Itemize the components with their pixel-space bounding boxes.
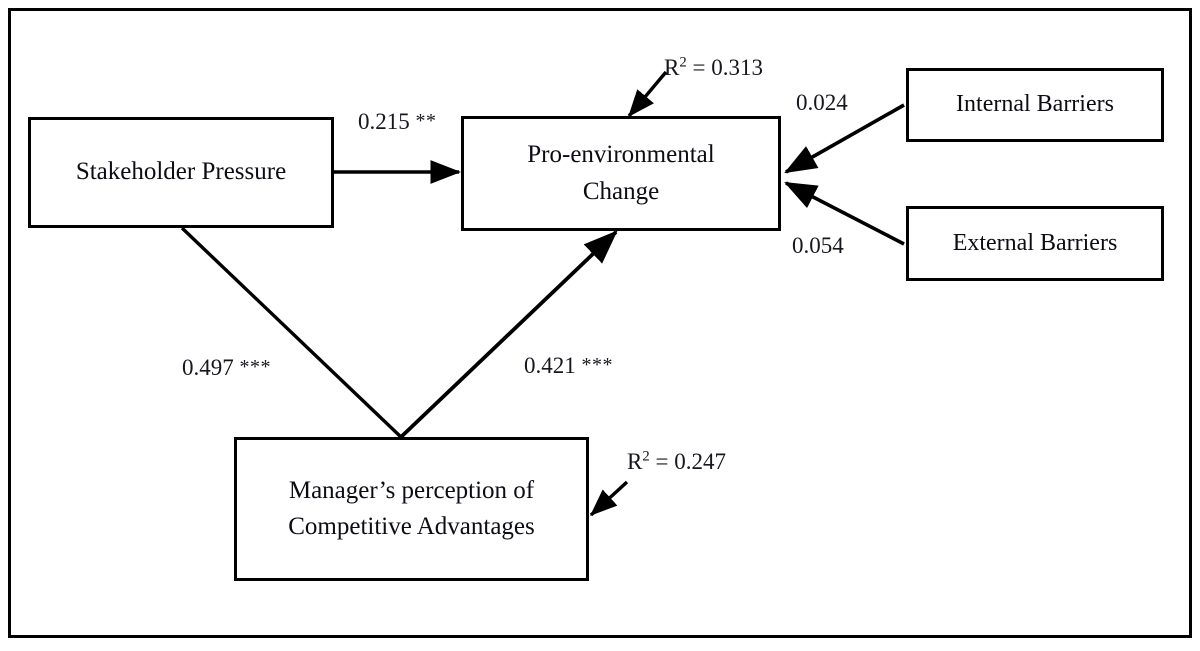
node-stakeholder-pressure[interactable]: Stakeholder Pressure: [28, 117, 334, 228]
r-squared-label-change: R2 = 0.313: [664, 54, 763, 80]
coefficient-value: 0.054: [792, 233, 844, 258]
node-external-barriers[interactable]: External Barriers: [906, 206, 1164, 281]
node-label-line: Internal Barriers: [956, 91, 1114, 118]
node-manager-perception[interactable]: Manager’s perception of Competitive Adva…: [234, 437, 589, 581]
coefficient-value: 0.421: [524, 353, 576, 378]
edge-label-external-to-change: 0.054: [792, 234, 844, 257]
edge-label-stakeholder-to-manager: 0.497 ***: [182, 356, 271, 379]
r-exponent: 2: [642, 448, 650, 465]
r-squared-label-manager: R2 = 0.247: [627, 448, 726, 474]
equals-sign: =: [649, 449, 675, 474]
node-label-line: External Barriers: [952, 229, 1118, 256]
significance-stars: **: [415, 110, 437, 132]
node-label-line: Pro-environmental: [527, 141, 715, 168]
edge-label-internal-to-change: 0.024: [796, 91, 848, 114]
node-label-line: Change: [582, 177, 660, 205]
node-label-line: Manager’s perception of: [288, 476, 535, 504]
node-label-line: Competitive Advantages: [288, 513, 535, 540]
edge-label-stakeholder-to-change: 0.215 **: [358, 110, 437, 133]
node-label-line: Stakeholder Pressure: [75, 158, 287, 186]
node-internal-barriers[interactable]: Internal Barriers: [906, 68, 1164, 142]
significance-stars: ***: [581, 354, 613, 376]
r-squared-value: 0.313: [711, 55, 763, 80]
r-squared-value: 0.247: [674, 449, 726, 474]
r-symbol: R: [627, 449, 643, 474]
equals-sign: =: [686, 55, 712, 80]
r-symbol: R: [664, 55, 680, 80]
coefficient-value: 0.497: [182, 355, 234, 380]
coefficient-value: 0.024: [796, 90, 848, 115]
significance-stars: ***: [239, 356, 271, 378]
r-exponent: 2: [679, 54, 687, 71]
edge-label-manager-to-change: 0.421 ***: [524, 354, 613, 377]
node-pro-environmental-change[interactable]: Pro-environmental Change: [461, 116, 781, 231]
coefficient-value: 0.215: [358, 109, 410, 134]
